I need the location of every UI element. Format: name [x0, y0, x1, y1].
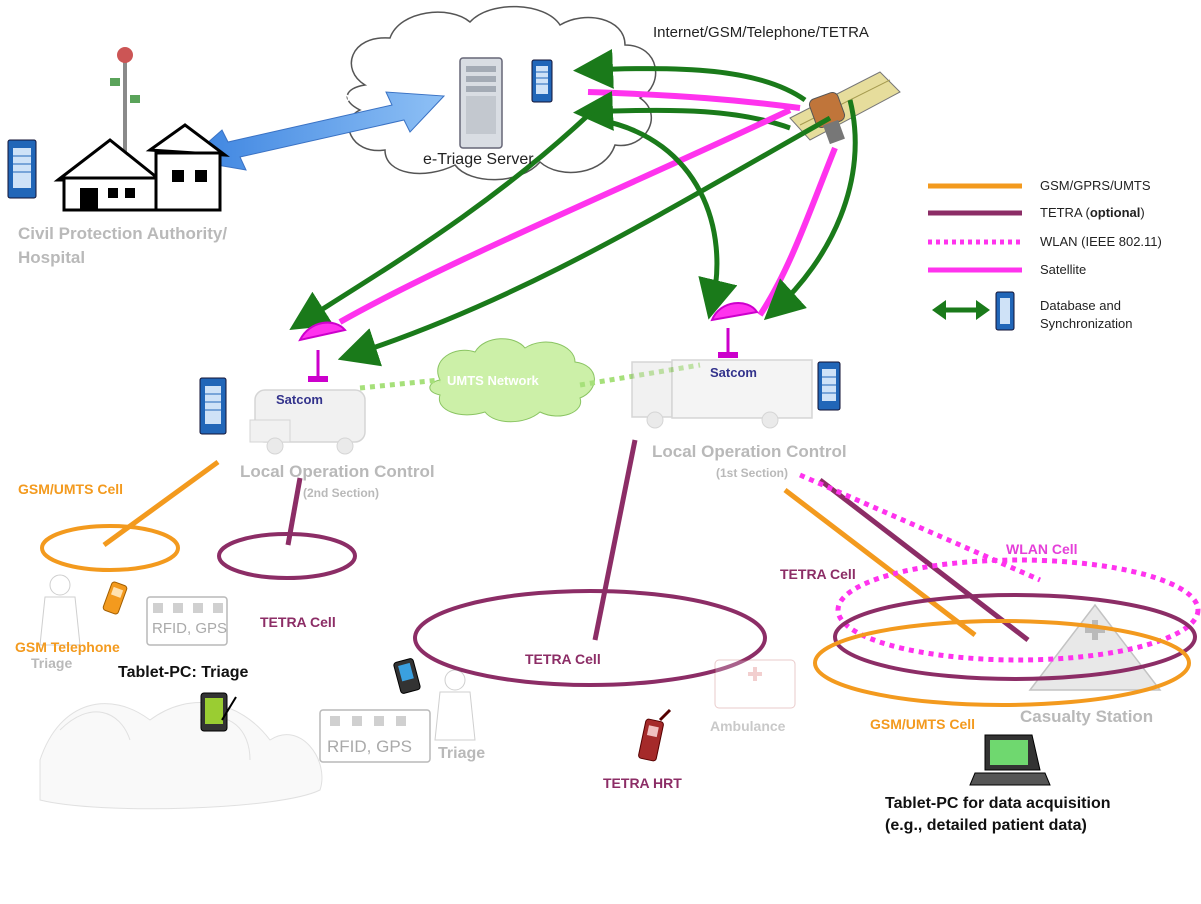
server-label: e-Triage Server: [423, 151, 534, 168]
top-network-label: Internet/GSM/Telephone/TETRA: [653, 24, 869, 41]
gsm-link-right: [783, 488, 977, 637]
gsm-telephone-label: GSM Telephone: [15, 639, 120, 655]
tetra-hrt-label: TETRA HRT: [603, 775, 682, 791]
gsm-telephone-icon: [102, 581, 128, 615]
gsm-link-left: [102, 459, 220, 548]
satellite-link-left: [338, 107, 792, 325]
rfid-gps-device-left: [146, 596, 228, 646]
loc-left-title: Local Operation Control: [240, 462, 435, 481]
satcom-dish-left: [298, 321, 347, 382]
ambulance-icon: [714, 659, 796, 709]
sync-arrow-right-1: [599, 117, 738, 320]
tablet-triage-label: Tablet-PC: Triage: [118, 664, 249, 681]
van-icon: [249, 389, 366, 455]
satcom-dish-right: [710, 301, 759, 358]
legend-tetra-bold: optional: [1089, 205, 1141, 220]
satcom-right-label: Satcom: [710, 365, 757, 380]
tablet-pc-triage-icon: [200, 692, 237, 732]
legend-tetra-prefix: TETRA (: [1040, 205, 1090, 220]
secure-connection-arrow: [186, 91, 446, 171]
gsm-cell-left: [40, 524, 180, 572]
sync-arrow-left-1: [289, 102, 602, 331]
tetra-hrt-icon: [638, 708, 672, 762]
database-icon-server: [531, 59, 553, 103]
ambulance-label: Ambulance: [710, 718, 786, 734]
legend-sync-label-line2: Synchronization: [1040, 316, 1133, 331]
wlan-link-right: [798, 472, 1042, 583]
umts-network-cloud: [429, 338, 595, 423]
triage-center-label: Triage: [438, 745, 486, 762]
wlan-cell-label: WLAN Cell: [1006, 541, 1078, 557]
legend-gsm-label: GSM/GPRS/UMTS: [1040, 178, 1151, 193]
database-icon-right-control: [817, 361, 841, 411]
gsm-umts-cell-right-label: GSM/UMTS Cell: [870, 716, 976, 732]
database-icon-authority: [7, 139, 37, 199]
triage-left-label: Triage: [31, 655, 73, 671]
civil-protection-house-icon: [53, 47, 230, 212]
sync-arrow-top-2: [573, 90, 791, 131]
authority-label-line2: Hospital: [18, 248, 86, 267]
authority-label-line1: Civil Protection Authority/: [18, 224, 228, 243]
loc-left-sub: (2nd Section): [303, 486, 380, 500]
loc-right-title: Local Operation Control: [652, 442, 847, 461]
umts-dotted-left: [359, 377, 441, 391]
doctor-figure-center: [434, 669, 476, 741]
server-icon: [459, 57, 503, 149]
legend-sync-swatch: [932, 291, 1015, 331]
tetra-link-center: [592, 439, 638, 641]
rfid-gps-device-center: [319, 709, 431, 763]
tetra-cell-right: [833, 593, 1197, 681]
tablet-acq-label-line1: Tablet-PC for data acquisition: [885, 795, 1111, 812]
gsm-umts-cell-left-label: GSM/UMTS Cell: [18, 481, 124, 497]
doctor-figure-left: [39, 574, 81, 646]
legend-wlan-label: WLAN (IEEE 802.11): [1040, 234, 1162, 249]
tetra-cell-left: [217, 532, 357, 580]
tetra-link-right: [818, 478, 1030, 642]
tetra-cell-center: [413, 589, 767, 687]
umts-network-label: UMTS Network: [447, 373, 539, 388]
rubble-illustration: [39, 702, 323, 810]
satcom-left-label: Satcom: [276, 392, 323, 407]
pda-icon: [393, 658, 421, 694]
legend-tetra-label: TETRA (optional): [1040, 205, 1145, 220]
sync-arrow-left-2: [337, 115, 832, 367]
truck-icon: [631, 359, 813, 429]
sync-arrow-right-2: [763, 99, 858, 321]
database-icon-left-control: [199, 377, 227, 435]
tetra-cell-right-label: TETRA Cell: [780, 566, 856, 582]
tetra-cell-left-label: TETRA Cell: [260, 614, 336, 630]
tetra-cell-center-label: TETRA Cell: [525, 651, 601, 667]
casualty-station-label: Casualty Station: [1020, 707, 1154, 726]
umts-dotted-right: [579, 362, 701, 388]
legend-tetra-suffix: ): [1140, 205, 1145, 220]
rfid-gps-left-label: RFID, GPS: [152, 620, 228, 637]
laptop-icon: [969, 734, 1051, 786]
sync-arrow-top-1: [573, 48, 807, 103]
rfid-gps-center-label: RFID, GPS: [327, 737, 413, 756]
legend-satellite-label: Satellite: [1040, 262, 1087, 277]
gsm-cell-right: [813, 619, 1191, 707]
wlan-cell: [835, 557, 1201, 663]
tablet-acq-label-line2: (e.g., detailed patient data): [885, 817, 1087, 834]
loc-right-sub: (1st Section): [716, 466, 789, 480]
legend-sync-label-line1: Database and: [1040, 298, 1121, 313]
satellite-link-top: [587, 89, 801, 111]
